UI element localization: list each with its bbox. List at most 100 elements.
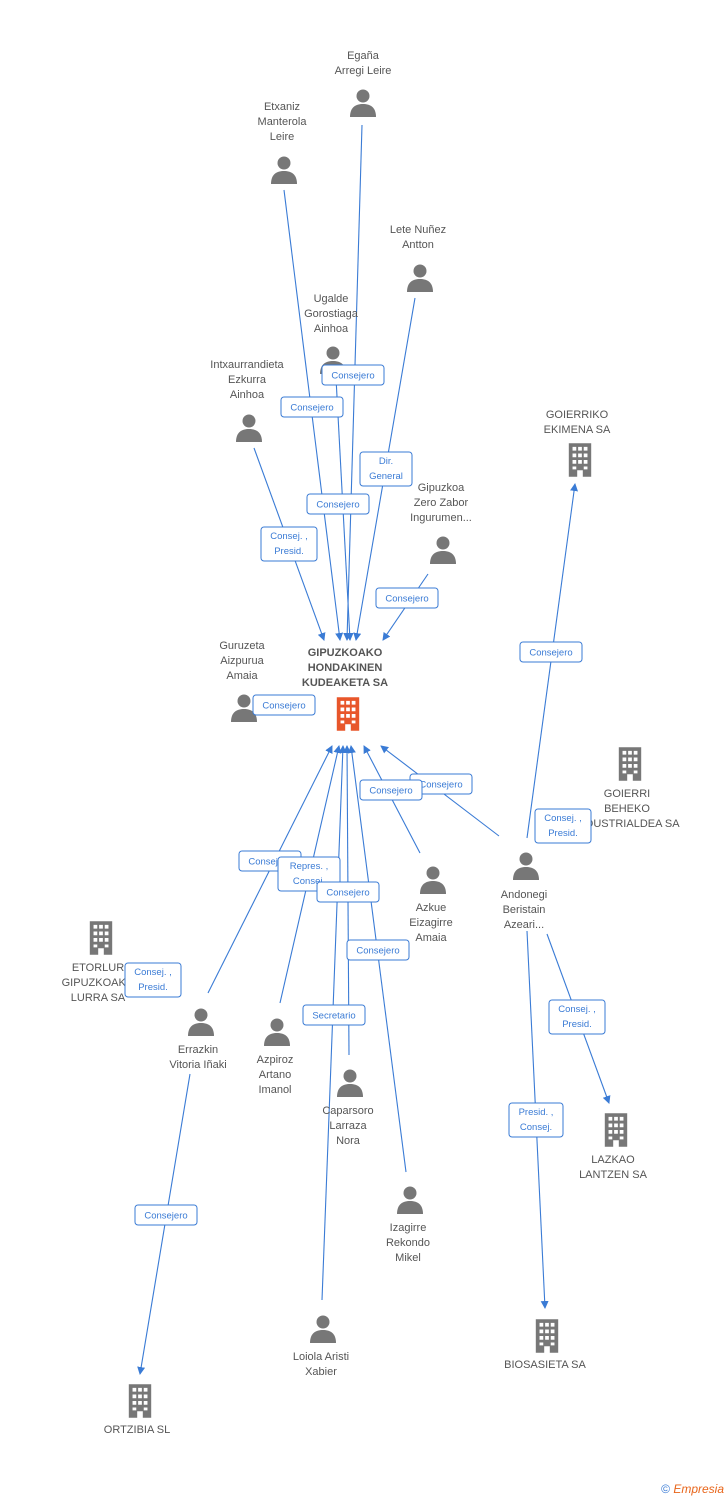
role-box <box>519 641 583 663</box>
person-icon <box>430 536 456 564</box>
role-label-r-etx[interactable]: Consejero <box>306 493 370 515</box>
role-text: Consej. , <box>270 531 308 542</box>
role-text: Consejero <box>290 403 333 414</box>
role-label-r-guru[interactable]: Consejero <box>252 694 316 716</box>
role-box <box>359 779 423 801</box>
role-label-r-intx[interactable]: Consejero <box>280 396 344 418</box>
role-text: Consej. , <box>134 967 172 978</box>
role-box <box>252 694 316 716</box>
brand-logo-text: Empresia <box>673 1482 724 1496</box>
role-text: Dir. <box>379 456 393 467</box>
company-node-biosasieta[interactable]: BIOSASIETA SA <box>504 1319 587 1371</box>
role-label-r-etorlur[interactable]: Consej. , Presid. <box>124 962 182 998</box>
role-text: Consejero <box>316 500 359 511</box>
role-label-r-etx2[interactable]: Consej. , Presid. <box>260 526 318 562</box>
role-label-r-gz[interactable]: Consejero <box>375 587 439 609</box>
role-label-r-goierriko[interactable]: Consejero <box>519 641 583 663</box>
role-box <box>534 808 592 844</box>
role-label-r-cap[interactable]: Consejero <box>316 881 380 903</box>
company-node-ortzibia-label: ORTZIBIA SL <box>104 1424 170 1436</box>
role-text: Consejero <box>144 1211 187 1222</box>
role-label-r-lazkao[interactable]: Consej. ,Presid. <box>548 999 606 1035</box>
role-label-r-secret[interactable]: Secretario <box>302 1004 366 1026</box>
building-icon <box>89 921 113 955</box>
role-label-r-izag[interactable]: Consejero <box>346 939 410 961</box>
person-icon <box>188 1008 214 1036</box>
person-icon <box>513 852 539 880</box>
person-icon <box>236 414 262 442</box>
role-box <box>321 364 385 386</box>
role-box <box>508 1102 564 1138</box>
role-text: Consej. <box>293 876 325 887</box>
role-box <box>316 881 380 903</box>
role-label-r-ortz[interactable]: Consejero <box>134 1204 198 1226</box>
roles-layer: ConsejeroConsejeroDir.GeneralConsejeroCo… <box>124 364 606 1226</box>
role-label-r-bios[interactable]: Presid. ,Consej. <box>508 1102 564 1138</box>
role-text: Consej. , <box>544 813 582 824</box>
person-icon <box>337 1069 363 1097</box>
role-text: Consejero <box>356 946 399 957</box>
building-icon <box>535 1319 559 1353</box>
role-label-r-azkue[interactable]: Consejero <box>359 779 423 801</box>
company-node-biosasieta-label: BIOSASIETA SA <box>504 1359 586 1371</box>
role-text: Consejero <box>529 648 572 659</box>
role-text: General <box>369 471 403 482</box>
role-box <box>260 526 318 562</box>
role-text: Consej. <box>520 1122 552 1133</box>
person-icon <box>264 1018 290 1046</box>
role-text: Presid. <box>274 546 304 557</box>
role-text: Consejero <box>326 888 369 899</box>
footer-brand[interactable]: © Empresia <box>661 1482 724 1496</box>
copyright-symbol: © <box>661 1482 670 1496</box>
role-text: Presid. <box>138 982 168 993</box>
role-label-r-ugalde[interactable]: Consejero <box>321 364 385 386</box>
role-text: Consejero <box>248 857 291 868</box>
company-node-ortzibia[interactable]: ORTZIBIA SL <box>104 1384 170 1436</box>
person-icon <box>420 866 446 894</box>
role-text: Consejero <box>369 786 412 797</box>
role-label-r-lete[interactable]: Dir. General <box>359 451 413 487</box>
role-label-r-goierri-beheko[interactable]: Consej. ,Presid. <box>534 808 592 844</box>
edges-layer <box>137 124 611 1375</box>
person-icon <box>350 89 376 117</box>
role-box <box>359 451 413 487</box>
role-box <box>306 493 370 515</box>
role-text: Consejero <box>419 780 462 791</box>
